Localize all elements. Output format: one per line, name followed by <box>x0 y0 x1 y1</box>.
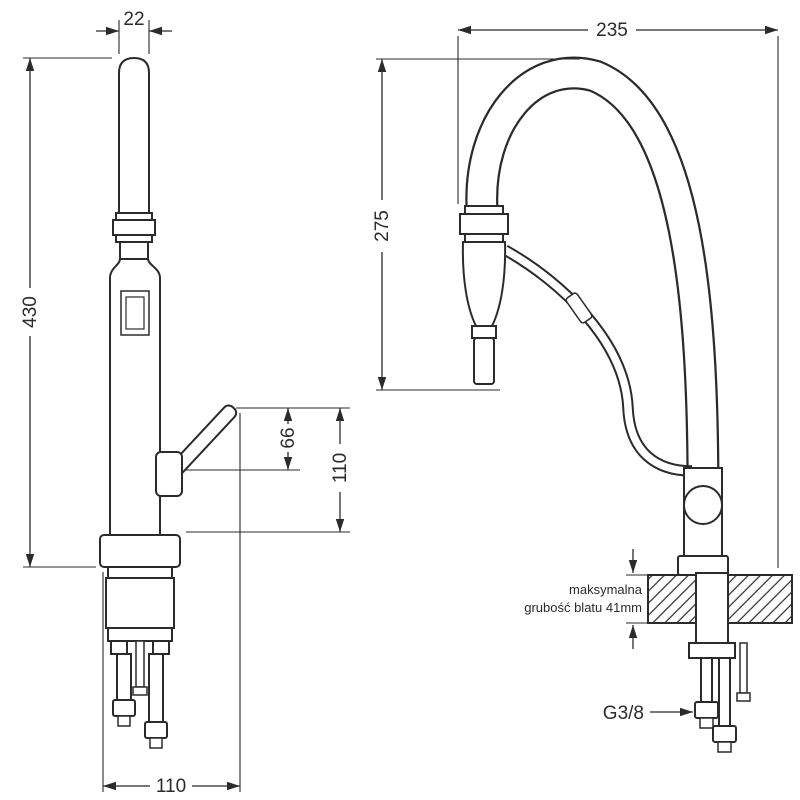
mounting-stud-foot <box>132 686 148 696</box>
dimension-base-depth: 110 <box>102 413 241 797</box>
collar-ring-bottom <box>115 234 153 243</box>
hose-tip-left <box>117 715 131 727</box>
dim-label-110-base: 110 <box>156 776 186 797</box>
head-knurled-nut <box>459 213 509 235</box>
pullout-hose-outline <box>502 244 693 477</box>
joint-ball <box>683 485 723 525</box>
dimension-spout-width: 22 <box>96 9 172 54</box>
base-collar <box>107 566 173 579</box>
thread-size-callout: G3/8 <box>603 703 693 724</box>
hose-fitting-right <box>144 721 168 739</box>
dimension-overall-depth: 235 <box>457 20 779 568</box>
hose-fitting-front-left <box>694 701 719 719</box>
threaded-shank <box>105 577 175 629</box>
gooseneck-fill <box>467 58 718 493</box>
dimension-spout-height-front: 275 <box>372 58 580 391</box>
dimension-spout-height-side: 110 <box>186 408 351 533</box>
hose-tip-right <box>149 737 163 749</box>
aerator <box>473 337 495 385</box>
pullout-hose-fill <box>503 246 693 475</box>
faucet-base <box>99 534 181 568</box>
mounting-nut-left <box>110 640 128 655</box>
dimension-lever-height: 66 <box>186 407 350 471</box>
hose-tip-front-left <box>699 717 714 729</box>
spray-head-body <box>461 241 507 327</box>
head-ring-top <box>464 205 504 215</box>
neck-section <box>119 241 149 261</box>
mounting-stud-front-foot <box>736 692 751 702</box>
dim-label-22: 22 <box>123 9 144 30</box>
supply-hose-right <box>148 653 164 723</box>
supply-hose-left <box>116 653 132 701</box>
dim-label-66: 66 <box>278 427 299 448</box>
note-line-1: maksymalna <box>569 582 643 597</box>
mounting-bracket <box>107 627 173 642</box>
hose-tip-front-right <box>717 741 732 753</box>
spout-pipe <box>118 56 150 215</box>
display-screen <box>125 296 145 330</box>
mounting-nut-right <box>152 640 170 655</box>
dim-label-430: 430 <box>20 296 41 328</box>
supply-hose-front-left <box>700 657 713 703</box>
spray-head-ring <box>471 325 497 339</box>
lever-housing <box>155 451 183 497</box>
mounting-nut-front <box>688 642 736 659</box>
dim-label-110-side: 110 <box>330 453 351 483</box>
countertop-thickness-note: maksymalna grubość blatu 41mm <box>524 549 643 649</box>
head-ring-bottom <box>464 233 504 243</box>
threaded-shank-front <box>695 572 729 644</box>
mounting-stud-front <box>739 642 748 694</box>
hose-weight <box>565 292 593 324</box>
supply-hose-front-right <box>718 657 731 727</box>
thread-label: G3/8 <box>603 703 644 724</box>
mounting-stud <box>135 640 145 688</box>
collar-ring-top <box>115 212 153 221</box>
dim-label-235: 235 <box>596 20 628 41</box>
left-view-faucet <box>99 56 238 749</box>
hose-fitting-left <box>112 699 136 717</box>
note-line-2: grubość blatu 41mm <box>524 600 642 615</box>
gooseneck-outline <box>465 56 720 493</box>
dimension-total-height: 430 <box>20 57 112 568</box>
right-view-faucet <box>459 56 793 753</box>
dim-label-275: 275 <box>372 210 393 242</box>
hose-fitting-front-right <box>712 725 737 743</box>
knurled-nut <box>112 219 156 236</box>
